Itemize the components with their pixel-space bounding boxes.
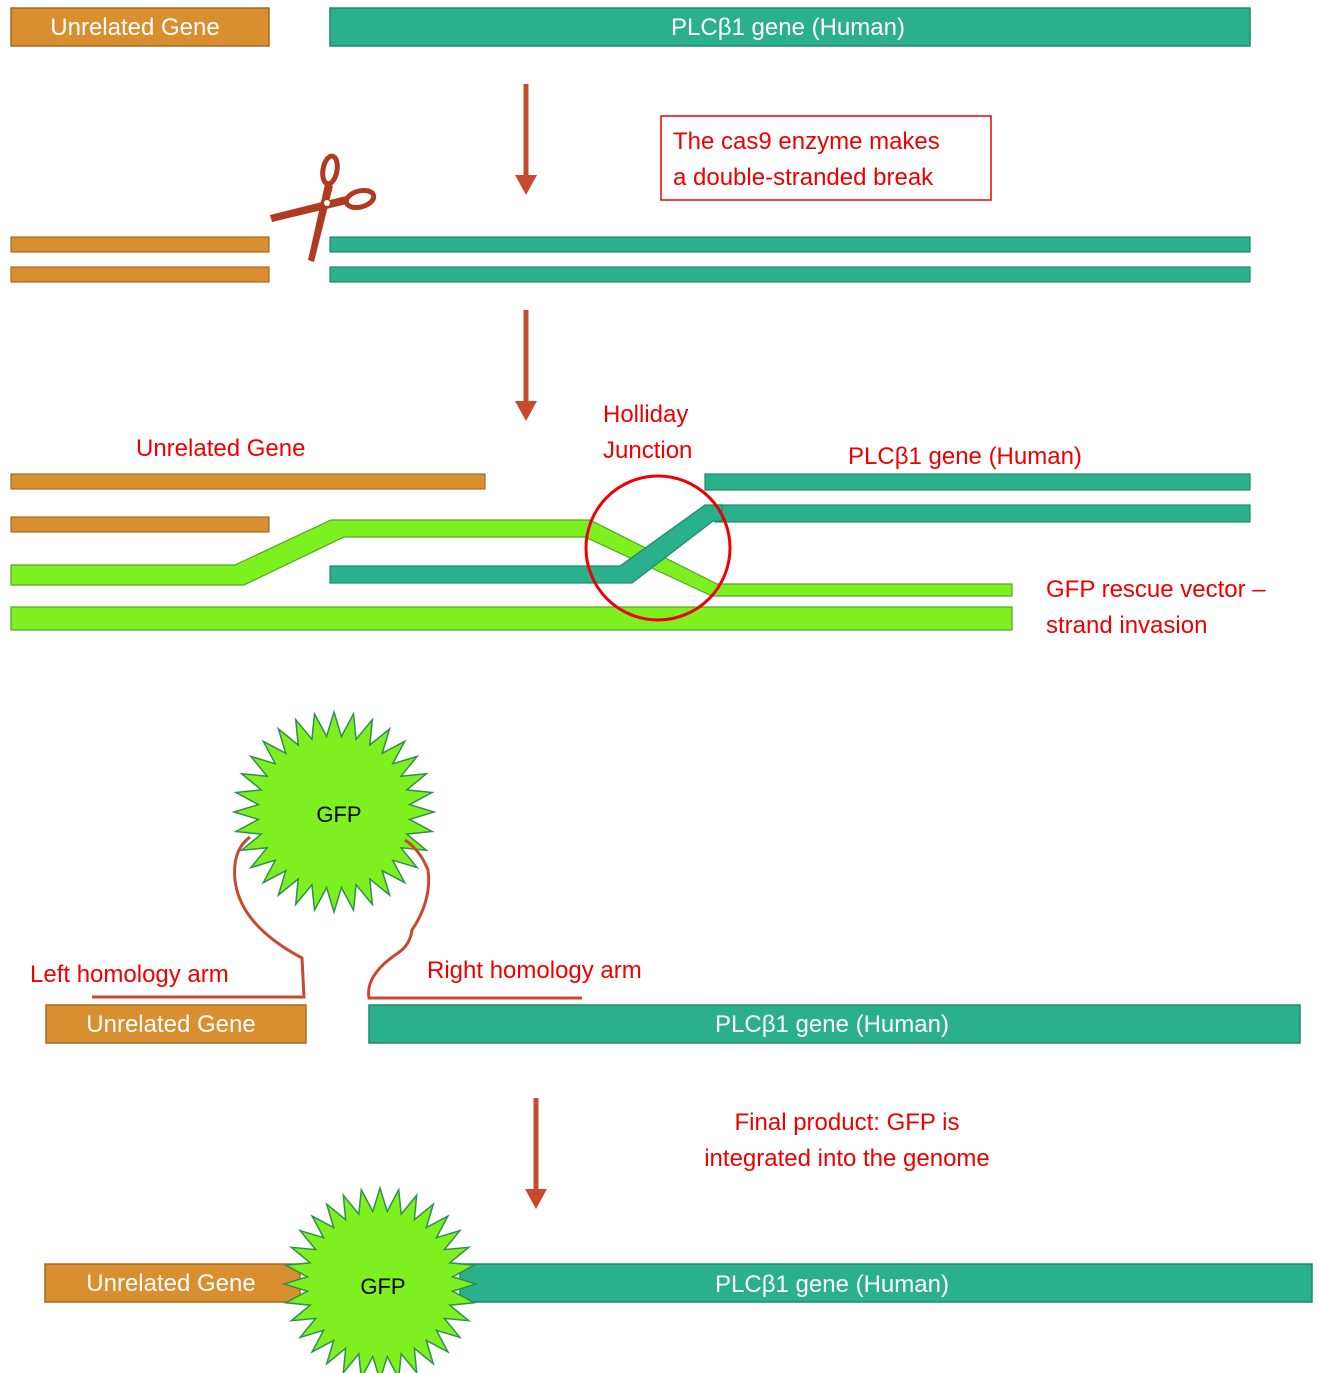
right-arm-label: Right homology arm bbox=[427, 957, 642, 984]
step5-final-product: Unrelated Gene GFP PLCβ1 gene (Human) bbox=[44, 1185, 1313, 1373]
holliday-label-line1: Holliday bbox=[603, 401, 688, 428]
gfp-label-1: GFP bbox=[316, 802, 361, 827]
right-homology-arm bbox=[367, 838, 582, 1000]
plc-strand-upper bbox=[704, 473, 1251, 491]
plc-gene-bar bbox=[329, 7, 1251, 47]
unrelated-strand-bottom bbox=[10, 266, 270, 283]
gfp-starburst-2 bbox=[281, 1185, 479, 1373]
step3-strands bbox=[10, 473, 1251, 631]
gfp-starburst-1 bbox=[231, 709, 437, 915]
cas9-note-box bbox=[660, 115, 992, 201]
final-product-note: Final product: GFP is integrated into th… bbox=[704, 1109, 990, 1172]
unrelated-gene-label: Unrelated Gene bbox=[50, 14, 219, 41]
plc-strand-lower bbox=[714, 504, 1251, 523]
cas9-note: The cas9 enzyme makes a double-stranded … bbox=[660, 115, 992, 201]
step2-broken-dna bbox=[10, 236, 1251, 283]
vector-strand-bottom bbox=[10, 606, 1013, 631]
plc-strand-top bbox=[329, 236, 1251, 253]
plc-gene-label-step3: PLCβ1 gene (Human) bbox=[848, 443, 1082, 470]
unrelated-gene-label-step4: Unrelated Gene bbox=[86, 1011, 255, 1038]
unrelated-gene-bar-step4 bbox=[45, 1004, 307, 1044]
plc-gene-label: PLCβ1 gene (Human) bbox=[671, 14, 905, 41]
plc-gene-bar-final bbox=[459, 1263, 1313, 1303]
cas9-note-line2: a double-stranded break bbox=[673, 164, 934, 191]
plc-gene-bar-step4 bbox=[368, 1004, 1301, 1044]
final-note-line1: Final product: GFP is bbox=[735, 1109, 960, 1136]
scissors-icon bbox=[270, 153, 377, 262]
unrelated-strand-top bbox=[10, 236, 270, 253]
gfp-label-2: GFP bbox=[360, 1274, 405, 1299]
step4-gfp-insert: GFP Left homology arm Right homology arm… bbox=[30, 709, 1301, 1044]
plc-gene-label-step4: PLCβ1 gene (Human) bbox=[715, 1011, 949, 1038]
cas9-note-line1: The cas9 enzyme makes bbox=[673, 128, 940, 155]
down-arrow-3 bbox=[525, 1098, 547, 1209]
plc-gene-label-final: PLCβ1 gene (Human) bbox=[715, 1271, 949, 1298]
holliday-junction-circle bbox=[584, 474, 732, 622]
unrelated-gene-bar-final bbox=[44, 1263, 301, 1303]
invading-green-strand bbox=[10, 519, 1013, 597]
unrelated-strand-short bbox=[10, 516, 270, 533]
down-arrow-1 bbox=[515, 84, 537, 195]
unrelated-gene-label-final: Unrelated Gene bbox=[86, 1270, 255, 1297]
unrelated-gene-bar bbox=[10, 7, 270, 47]
plc-crossing-strand bbox=[329, 504, 723, 584]
left-arm-label: Left homology arm bbox=[30, 961, 229, 988]
vector-label-line2: strand invasion bbox=[1046, 612, 1207, 639]
plc-strand-bottom bbox=[329, 266, 1251, 283]
unrelated-strand-long bbox=[10, 473, 486, 490]
holliday-label-line2: Junction bbox=[603, 437, 692, 464]
step3-labels: Unrelated Gene Holliday Junction PLCβ1 g… bbox=[136, 401, 1266, 639]
down-arrow-2 bbox=[515, 310, 537, 421]
left-homology-arm bbox=[92, 835, 306, 999]
vector-label-line1: GFP rescue vector – bbox=[1046, 576, 1266, 603]
final-note-line2: integrated into the genome bbox=[704, 1145, 990, 1172]
step1-genes: Unrelated Gene PLCβ1 gene (Human) bbox=[10, 7, 1251, 47]
unrelated-gene-label-step3: Unrelated Gene bbox=[136, 435, 305, 462]
